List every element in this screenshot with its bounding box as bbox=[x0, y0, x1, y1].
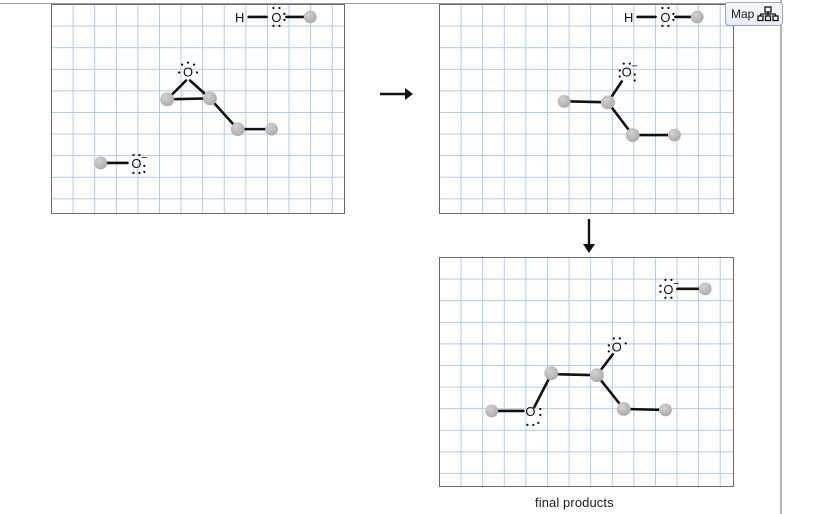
bond-c-c bbox=[552, 372, 599, 377]
lone-pair-dots bbox=[526, 278, 673, 426]
grid-background bbox=[52, 5, 344, 213]
atom-ball bbox=[625, 128, 640, 143]
atom-charge-negative: − bbox=[673, 278, 679, 290]
panel-final-products[interactable]: O − O O bbox=[439, 257, 734, 487]
atom-ball bbox=[667, 128, 681, 142]
right-panel-divider bbox=[780, 0, 782, 514]
atom-ball bbox=[658, 403, 672, 417]
atom-label-oxygen: O bbox=[131, 156, 141, 171]
atom-ball bbox=[690, 10, 704, 24]
atom-ball bbox=[265, 122, 278, 136]
atom-label-oxygen: O bbox=[525, 404, 535, 419]
atom-ball bbox=[230, 122, 245, 137]
map-button[interactable]: Map bbox=[725, 2, 783, 26]
atom-charge-negative: − bbox=[631, 61, 637, 73]
bond-c-o bbox=[533, 372, 553, 409]
lone-pair-dots bbox=[132, 6, 286, 174]
top-divider bbox=[0, 3, 781, 4]
atom-label-oxygen: O bbox=[271, 10, 281, 25]
bond-o-c bbox=[598, 353, 615, 373]
bond-c2-c3 bbox=[622, 407, 667, 412]
atom-label-oxygen: O bbox=[660, 10, 670, 25]
atom-label-hydrogen: H bbox=[624, 10, 633, 25]
structure-reactants: H O O O − bbox=[94, 6, 317, 174]
lone-pair-dots bbox=[618, 6, 675, 82]
grid-background bbox=[440, 258, 733, 486]
reaction-arrow-right bbox=[380, 88, 413, 100]
atom-charge-negative: − bbox=[141, 152, 147, 164]
atom-ball bbox=[485, 404, 499, 418]
grid-background bbox=[440, 5, 733, 213]
atom-label-oxygen: O bbox=[183, 65, 193, 80]
atom-ball bbox=[202, 91, 217, 106]
atom-ball bbox=[600, 95, 615, 110]
atom-ball bbox=[544, 366, 559, 381]
bond-c-c2 bbox=[595, 373, 626, 411]
atom-ball bbox=[303, 10, 317, 24]
atom-ball bbox=[616, 402, 631, 416]
atom-ball bbox=[160, 92, 175, 107]
panel-intermediate[interactable]: H O O − bbox=[439, 4, 734, 214]
atom-ball bbox=[94, 156, 108, 170]
atom-label-oxygen: O bbox=[663, 282, 673, 297]
panel-reactants[interactable]: H O O O − bbox=[51, 4, 345, 214]
atom-ball bbox=[698, 282, 712, 296]
bond-c2-c1 bbox=[564, 100, 610, 104]
bond-epoxide-c1-c2 bbox=[165, 97, 212, 101]
structure-final-products: O − O O bbox=[485, 278, 712, 426]
atom-label-oxygen: O bbox=[612, 339, 622, 354]
hierarchy-map-icon bbox=[757, 6, 779, 22]
atom-label-oxygen: O bbox=[622, 65, 632, 80]
reaction-arrow-down bbox=[583, 219, 595, 253]
structure-intermediate: H O O − bbox=[557, 6, 704, 143]
atom-ball bbox=[557, 94, 571, 108]
caption-final-products: final products bbox=[535, 495, 614, 510]
map-button-label: Map bbox=[731, 7, 755, 21]
atom-label-hydrogen: H bbox=[235, 10, 244, 25]
atom-ball bbox=[589, 368, 604, 383]
